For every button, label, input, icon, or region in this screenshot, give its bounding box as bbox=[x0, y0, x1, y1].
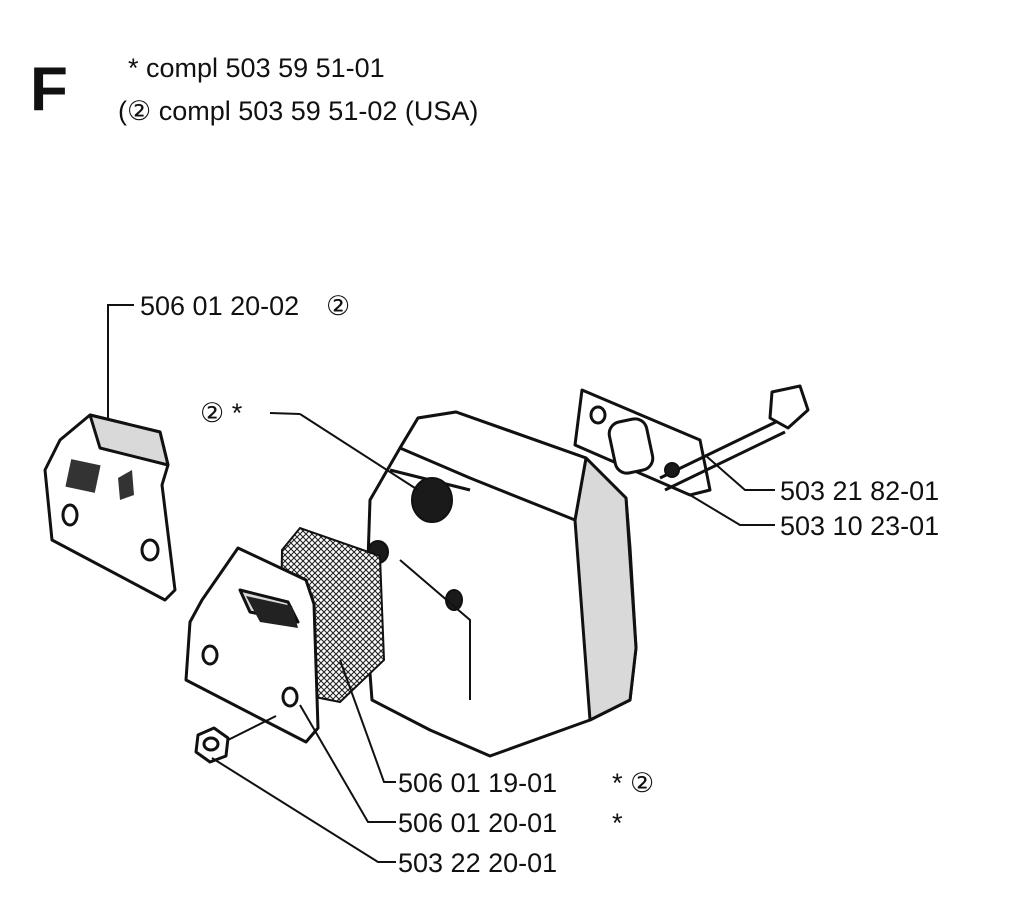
leader-lines bbox=[107, 304, 775, 863]
header-line-1: * compl 503 59 51-01 bbox=[128, 53, 385, 83]
part-number-label: 503 22 20-01 bbox=[398, 848, 557, 878]
part-number-label: 506 01 20-01 bbox=[398, 808, 557, 838]
heat-shield-bottom-drawing bbox=[184, 546, 320, 744]
part-number-label: 503 21 82-01 bbox=[780, 476, 939, 506]
header-line-2: (② compl 503 59 51-02 (USA) bbox=[118, 96, 478, 126]
part-mark-label: * bbox=[612, 808, 623, 838]
nut-drawing bbox=[194, 726, 230, 764]
part-mark-label: * ② bbox=[612, 768, 654, 798]
part-number-label: 506 01 19-01 bbox=[398, 768, 557, 798]
callout-heat-shield-top: 506 01 20-02 ② bbox=[140, 291, 350, 321]
heat-shield-top-drawing bbox=[43, 413, 177, 602]
part-number-label: 503 10 23-01 bbox=[780, 511, 939, 541]
callout-nut: 503 22 20-01 bbox=[398, 848, 557, 878]
section-letter: F bbox=[30, 55, 68, 124]
part-mark-label: ② bbox=[326, 291, 350, 321]
part-mark-label: ② * bbox=[200, 398, 243, 428]
callout-gasket: 503 10 23-01 bbox=[780, 511, 939, 541]
callout-bolt: 503 21 82-01 bbox=[780, 476, 939, 506]
muffler-body-drawing bbox=[364, 410, 638, 758]
callout-heat-shield-bottom: 506 01 20-01 * bbox=[398, 808, 623, 838]
callout-spark-screen: 506 01 19-01 * ② bbox=[398, 768, 654, 798]
callout-muffler: ② * bbox=[200, 398, 243, 428]
part-number-label: 506 01 20-02 bbox=[140, 291, 299, 321]
gasket-bolt-drawing bbox=[573, 384, 810, 497]
